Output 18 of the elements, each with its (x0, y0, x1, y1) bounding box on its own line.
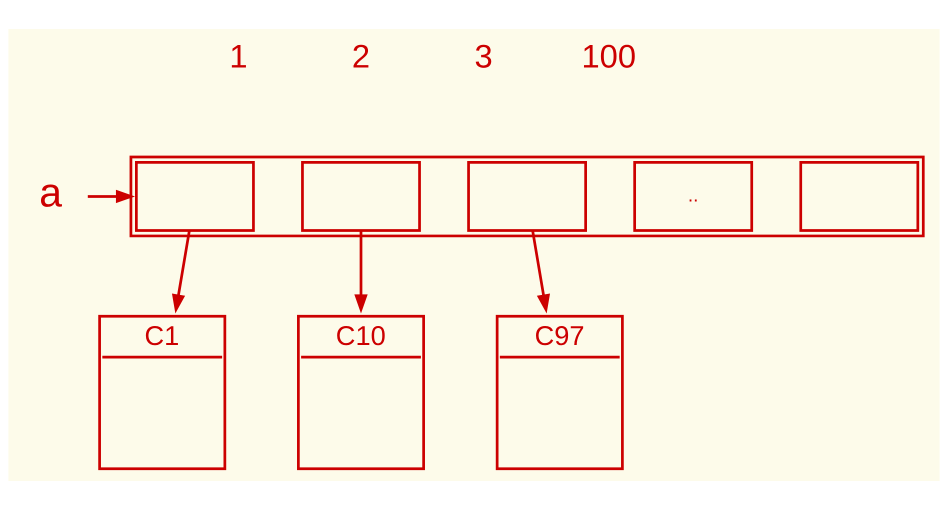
arrow (531, 230, 550, 314)
label: 100 (582, 37, 636, 74)
node-box (135, 161, 255, 232)
node-box (799, 161, 920, 232)
node-box: C1 (98, 314, 226, 470)
cluster (130, 156, 925, 238)
label: 3 (474, 37, 493, 74)
label: 2 (352, 37, 370, 74)
label: 1 (229, 37, 248, 74)
node-box: .. (633, 161, 754, 232)
arrow (354, 230, 368, 314)
node-box (467, 161, 587, 232)
node-box: C97 (496, 314, 624, 470)
node-box (301, 161, 421, 232)
arrow (172, 230, 191, 314)
node-text: a (39, 170, 62, 216)
node-box: C10 (297, 314, 425, 470)
arrow (88, 190, 136, 204)
